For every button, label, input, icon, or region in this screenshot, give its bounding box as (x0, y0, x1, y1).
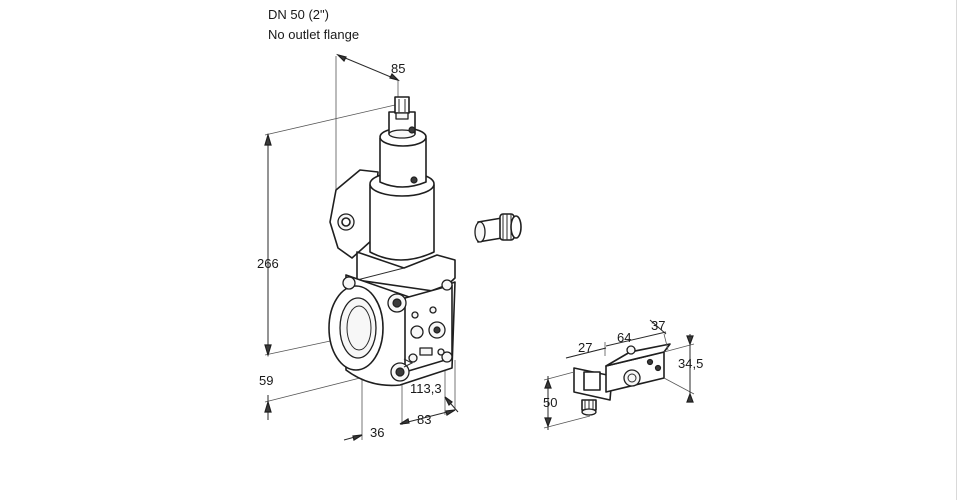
dim-59: 59 (259, 373, 273, 388)
dim-37: 37 (651, 318, 665, 333)
dim-64: 64 (617, 330, 631, 345)
dim-85: 85 (391, 61, 405, 76)
plug-connector-detail (543, 333, 695, 429)
header-size: DN 50 (2") (268, 7, 329, 22)
dim-50: 50 (543, 395, 557, 410)
header-flange: No outlet flange (268, 27, 359, 42)
main-valve (264, 56, 456, 440)
dim-113-3: 113,3 (410, 381, 442, 396)
dim-83: 83 (417, 412, 431, 427)
dim-27: 27 (578, 340, 592, 355)
dim-266: 266 (257, 256, 279, 271)
dimension-lines (264, 53, 694, 441)
cable-gland (474, 213, 522, 243)
dim-36: 36 (370, 425, 384, 440)
dim-34-5: 34,5 (678, 356, 703, 371)
